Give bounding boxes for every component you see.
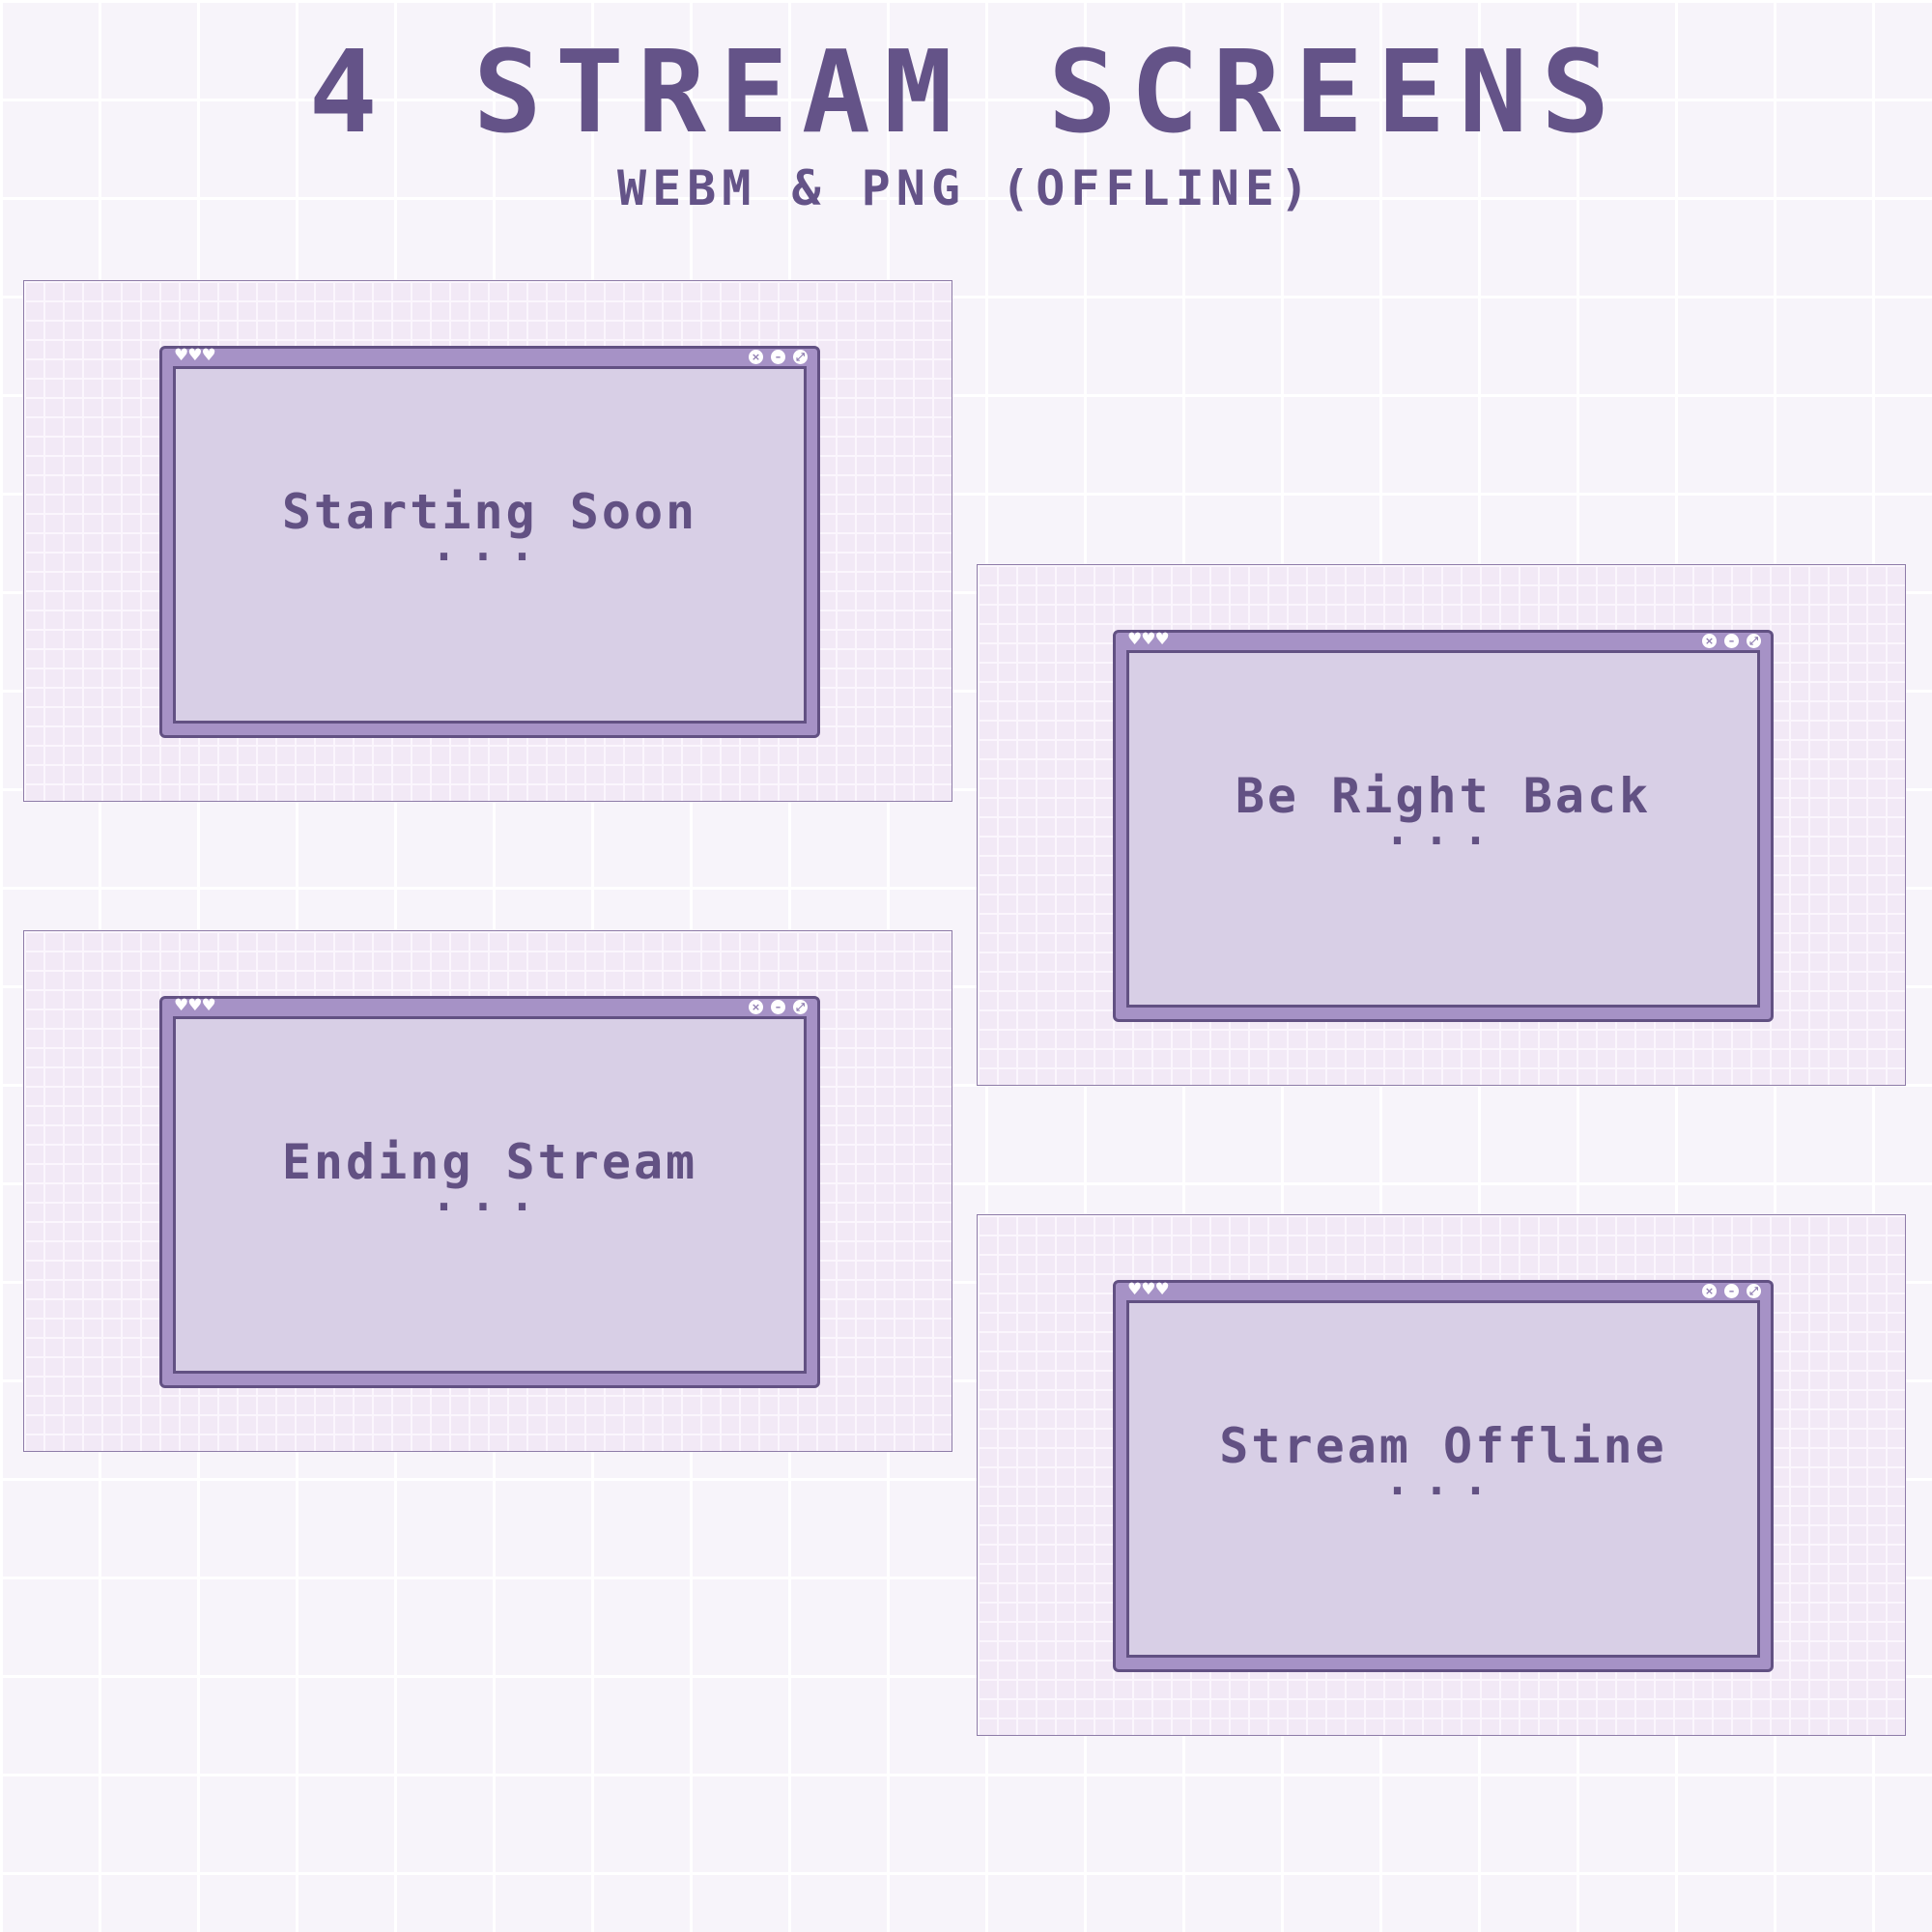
hearts-icon: ♥♥♥	[174, 996, 216, 1015]
screen-label: Stream Offline	[1219, 1418, 1667, 1474]
ellipsis: ...	[431, 1172, 549, 1221]
hearts-icon: ♥♥♥	[1127, 1280, 1170, 1299]
retro-window: ♥♥♥ × – ⤢ Stream Offline ...	[1113, 1280, 1774, 1672]
window-titlebar: ♥♥♥ × – ⤢	[1116, 630, 1771, 650]
close-icon[interactable]: ×	[749, 350, 763, 364]
hearts-icon: ♥♥♥	[174, 346, 216, 365]
close-icon[interactable]: ×	[749, 1000, 763, 1014]
hearts-icon: ♥♥♥	[1127, 630, 1170, 649]
retro-window: ♥♥♥ × – ⤢ Ending Stream ...	[159, 996, 820, 1388]
expand-icon[interactable]: ⤢	[793, 1000, 808, 1014]
minimize-icon[interactable]: –	[1724, 634, 1739, 648]
stream-screen-be-right-back: ♥♥♥ × – ⤢ Be Right Back ...	[977, 564, 1906, 1086]
minimize-icon[interactable]: –	[771, 350, 785, 364]
close-icon[interactable]: ×	[1702, 634, 1717, 648]
expand-icon[interactable]: ⤢	[793, 350, 808, 364]
expand-icon[interactable]: ⤢	[1747, 1284, 1761, 1298]
window-content: Be Right Back ...	[1126, 650, 1760, 1008]
window-titlebar: ♥♥♥ × – ⤢	[162, 346, 817, 366]
expand-icon[interactable]: ⤢	[1747, 634, 1761, 648]
retro-window: ♥♥♥ × – ⤢ Starting Soon ...	[159, 346, 820, 738]
ellipsis: ...	[431, 522, 549, 571]
page-title: 4 STREAM SCREENS	[308, 25, 1624, 158]
minimize-icon[interactable]: –	[1724, 1284, 1739, 1298]
ellipsis: ...	[1384, 806, 1502, 855]
window-content: Ending Stream ...	[173, 1016, 807, 1374]
close-icon[interactable]: ×	[1702, 1284, 1717, 1298]
stream-screen-stream-offline: ♥♥♥ × – ⤢ Stream Offline ...	[977, 1214, 1906, 1736]
window-controls: × – ⤢	[749, 1000, 808, 1014]
page-subtitle: WEBM & PNG (OFFLINE)	[616, 160, 1316, 216]
ellipsis: ...	[1384, 1456, 1502, 1505]
window-content: Starting Soon ...	[173, 366, 807, 724]
window-controls: × – ⤢	[1702, 1284, 1761, 1298]
screen-label: Be Right Back	[1235, 768, 1652, 824]
retro-window: ♥♥♥ × – ⤢ Be Right Back ...	[1113, 630, 1774, 1022]
stream-screen-ending-stream: ♥♥♥ × – ⤢ Ending Stream ...	[23, 930, 952, 1452]
window-controls: × – ⤢	[749, 350, 808, 364]
window-titlebar: ♥♥♥ × – ⤢	[162, 996, 817, 1016]
stream-screen-starting-soon: ♥♥♥ × – ⤢ Starting Soon ...	[23, 280, 952, 802]
screen-label: Starting Soon	[281, 484, 698, 540]
screen-label: Ending Stream	[281, 1134, 698, 1190]
window-titlebar: ♥♥♥ × – ⤢	[1116, 1280, 1771, 1300]
minimize-icon[interactable]: –	[771, 1000, 785, 1014]
window-controls: × – ⤢	[1702, 634, 1761, 648]
window-content: Stream Offline ...	[1126, 1300, 1760, 1658]
